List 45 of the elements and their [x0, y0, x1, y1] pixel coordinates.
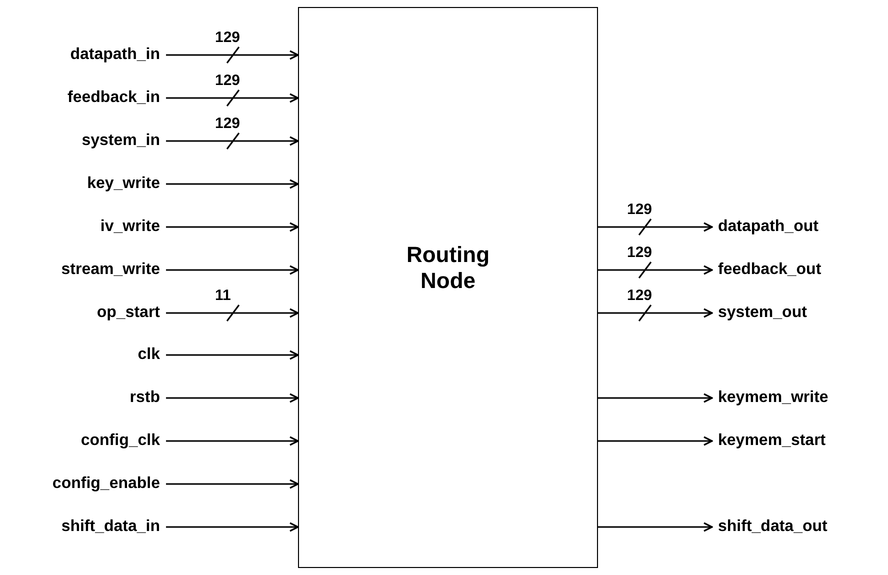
bus-width-label: 129	[215, 73, 240, 89]
arrow	[166, 265, 299, 275]
block-title: Routing Node	[405, 242, 491, 294]
signal-label: config_enable	[0, 473, 160, 495]
arrow	[166, 393, 299, 403]
bus-width-label: 11	[215, 288, 231, 304]
arrow	[166, 522, 299, 532]
bus-width-label: 129	[627, 202, 652, 218]
signal-label: iv_write	[0, 216, 160, 238]
bus-width-label: 129	[215, 116, 240, 132]
signal-label: shift_data_out	[718, 516, 886, 538]
block-box	[298, 7, 598, 568]
signal-label: system_in	[0, 130, 160, 152]
signal-label: feedback_in	[0, 87, 160, 109]
signal-label: shift_data_in	[0, 516, 160, 538]
signal-label: datapath_out	[718, 216, 886, 238]
bus-width-label: 129	[627, 245, 652, 261]
arrow	[166, 436, 299, 446]
signal-label: feedback_out	[718, 259, 886, 281]
signal-label: clk	[0, 344, 160, 366]
bus-width-label: 129	[215, 30, 240, 46]
arrow	[598, 222, 713, 232]
signal-label: config_clk	[0, 430, 160, 452]
signal-label: system_out	[718, 302, 886, 324]
arrow	[598, 393, 713, 403]
arrow	[598, 522, 713, 532]
arrow	[598, 436, 713, 446]
arrow	[166, 479, 299, 489]
signal-label: datapath_in	[0, 44, 160, 66]
arrow	[166, 222, 299, 232]
arrow	[166, 50, 299, 60]
signal-label: keymem_write	[718, 387, 886, 409]
signal-label: keymem_start	[718, 430, 886, 452]
arrow	[598, 308, 713, 318]
arrow	[166, 350, 299, 360]
signal-label: op_start	[0, 302, 160, 324]
arrow	[166, 179, 299, 189]
arrow	[166, 308, 299, 318]
signal-label: key_write	[0, 173, 160, 195]
arrow	[166, 136, 299, 146]
signal-label: rstb	[0, 387, 160, 409]
arrow	[166, 93, 299, 103]
bus-width-label: 129	[627, 288, 652, 304]
signal-label: stream_write	[0, 259, 160, 281]
arrow	[598, 265, 713, 275]
